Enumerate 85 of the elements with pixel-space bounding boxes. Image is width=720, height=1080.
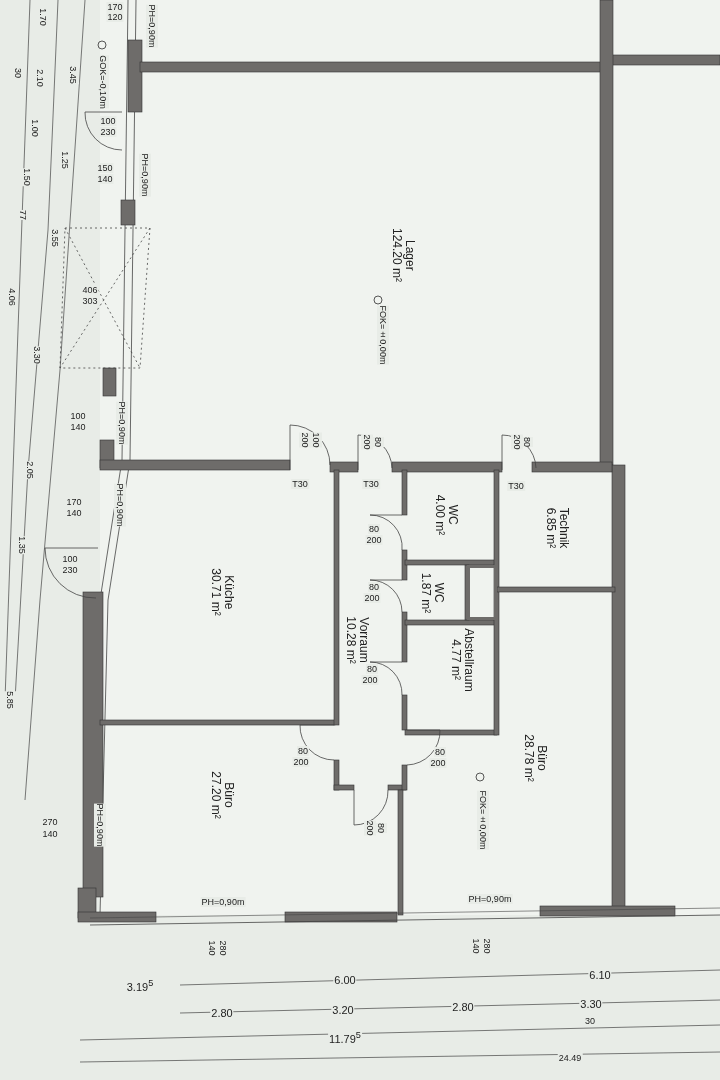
plan-note: T30 (507, 481, 525, 491)
dimension-text: 406 (81, 285, 99, 295)
dimension-text: 80 (372, 437, 384, 447)
plan-note: T30 (291, 479, 309, 489)
dimension-text: 30 (584, 1016, 596, 1026)
dimension-text: 24.49 (557, 1053, 583, 1063)
dimension-text: 120 (106, 12, 124, 22)
plan-note: PH=0,90m (114, 483, 126, 527)
dimension-text: 11.79$^{5}$ (328, 1029, 362, 1045)
dimension-text: 140 (69, 422, 87, 432)
plan-note: PH=0,90m (139, 153, 151, 197)
dimension-text: 80 (375, 823, 387, 833)
dimension-text: 200 (361, 675, 379, 685)
room-label: Vorraum 10.28 m² (344, 616, 370, 664)
plan-note: PH=0,90m (94, 803, 106, 847)
dimension-text: 170 (65, 497, 83, 507)
dimension-text: 200 (299, 432, 311, 448)
dimension-text: 1.35 (16, 536, 28, 554)
dimension-text: 80 (368, 524, 380, 534)
dimension-text: 80 (366, 664, 378, 674)
dimension-text: 200 (363, 593, 381, 603)
dimension-text: 280 (481, 938, 493, 954)
dimension-text: 230 (99, 127, 117, 137)
plan-note: GOK=-0,10m (97, 55, 109, 109)
dimension-text: 140 (206, 940, 218, 956)
dimension-text: 200 (292, 757, 310, 767)
plan-note: FOK=±0,00m (377, 305, 389, 365)
room-label: Abstellraum 4.77 m² (449, 628, 475, 692)
dimension-text: 1.70 (37, 8, 49, 26)
dimension-text: 1.50 (21, 168, 33, 186)
room-label: Technik 6.85 m² (544, 507, 570, 549)
dimension-text: 2.80 (451, 1001, 475, 1013)
dimension-text: 170 (106, 2, 124, 12)
room-label: Küche 30.71 m² (209, 568, 235, 616)
dimension-text: 200 (361, 434, 373, 450)
dimension-text: 1.00 (29, 119, 41, 137)
room-label: WC 1.87 m² (419, 572, 445, 614)
plan-note: FOK=±0,00m (477, 790, 489, 850)
plan-note: T30 (362, 479, 380, 489)
dimension-text: 80 (521, 437, 533, 447)
plan-note: PH=0,90m (200, 897, 246, 907)
dimension-text: 3.45 (67, 66, 79, 84)
room-label: Lager 124.20 m² (390, 228, 416, 282)
dimension-text: 77 (17, 210, 29, 220)
dimension-text: 30 (12, 68, 24, 78)
dimension-text: 3.55 (49, 229, 61, 247)
dimension-text: 230 (61, 565, 79, 575)
dimension-text: 80 (434, 747, 446, 757)
dimension-text: 6.00 (333, 974, 357, 986)
dimension-text: 140 (65, 508, 83, 518)
dimension-text: 80 (297, 746, 309, 756)
dimension-text: 200 (511, 434, 523, 450)
dimension-text: 303 (81, 296, 99, 306)
dimension-text: 5.85 (4, 691, 16, 709)
dimension-text: 140 (41, 829, 59, 839)
dimension-text: 3.30 (579, 998, 603, 1010)
dimension-text: 200 (364, 820, 376, 836)
room-label: Büro 28.78 m² (522, 734, 548, 782)
room-label: Büro 27.20 m² (209, 771, 235, 819)
dimension-text: 2.10 (34, 69, 46, 87)
dimension-text: 6.10 (588, 969, 612, 981)
dimension-text: 200 (365, 535, 383, 545)
dimension-text: 140 (470, 938, 482, 954)
dimension-text: 80 (368, 582, 380, 592)
dimension-text: 2.80 (210, 1007, 234, 1019)
dimension-text: 200 (429, 758, 447, 768)
dimension-text: 2.05 (24, 461, 36, 479)
dimension-text: 3.30 (31, 346, 43, 364)
room-label: WC 4.00 m² (433, 494, 459, 536)
plan-note: PH=0,90m (146, 4, 158, 48)
dimension-text: 140 (96, 174, 114, 184)
dimension-text: 150 (96, 163, 114, 173)
dimension-text: 280 (217, 940, 229, 956)
dimension-text: 100 (69, 411, 87, 421)
dimension-text: 3.19$^{5}$ (125, 977, 155, 993)
dimension-text: 100 (310, 432, 322, 448)
dimension-text: 1.25 (59, 151, 71, 169)
dimension-text: 270 (41, 817, 59, 827)
dimension-text: 3.20 (331, 1004, 355, 1016)
dimension-text: 100 (99, 116, 117, 126)
plan-note: PH=0,90m (116, 401, 128, 445)
shaft-box (467, 565, 497, 620)
dimension-text: 4.06 (6, 288, 18, 306)
dimension-text: 100 (61, 554, 79, 564)
plan-note: PH=0,90m (467, 894, 513, 904)
